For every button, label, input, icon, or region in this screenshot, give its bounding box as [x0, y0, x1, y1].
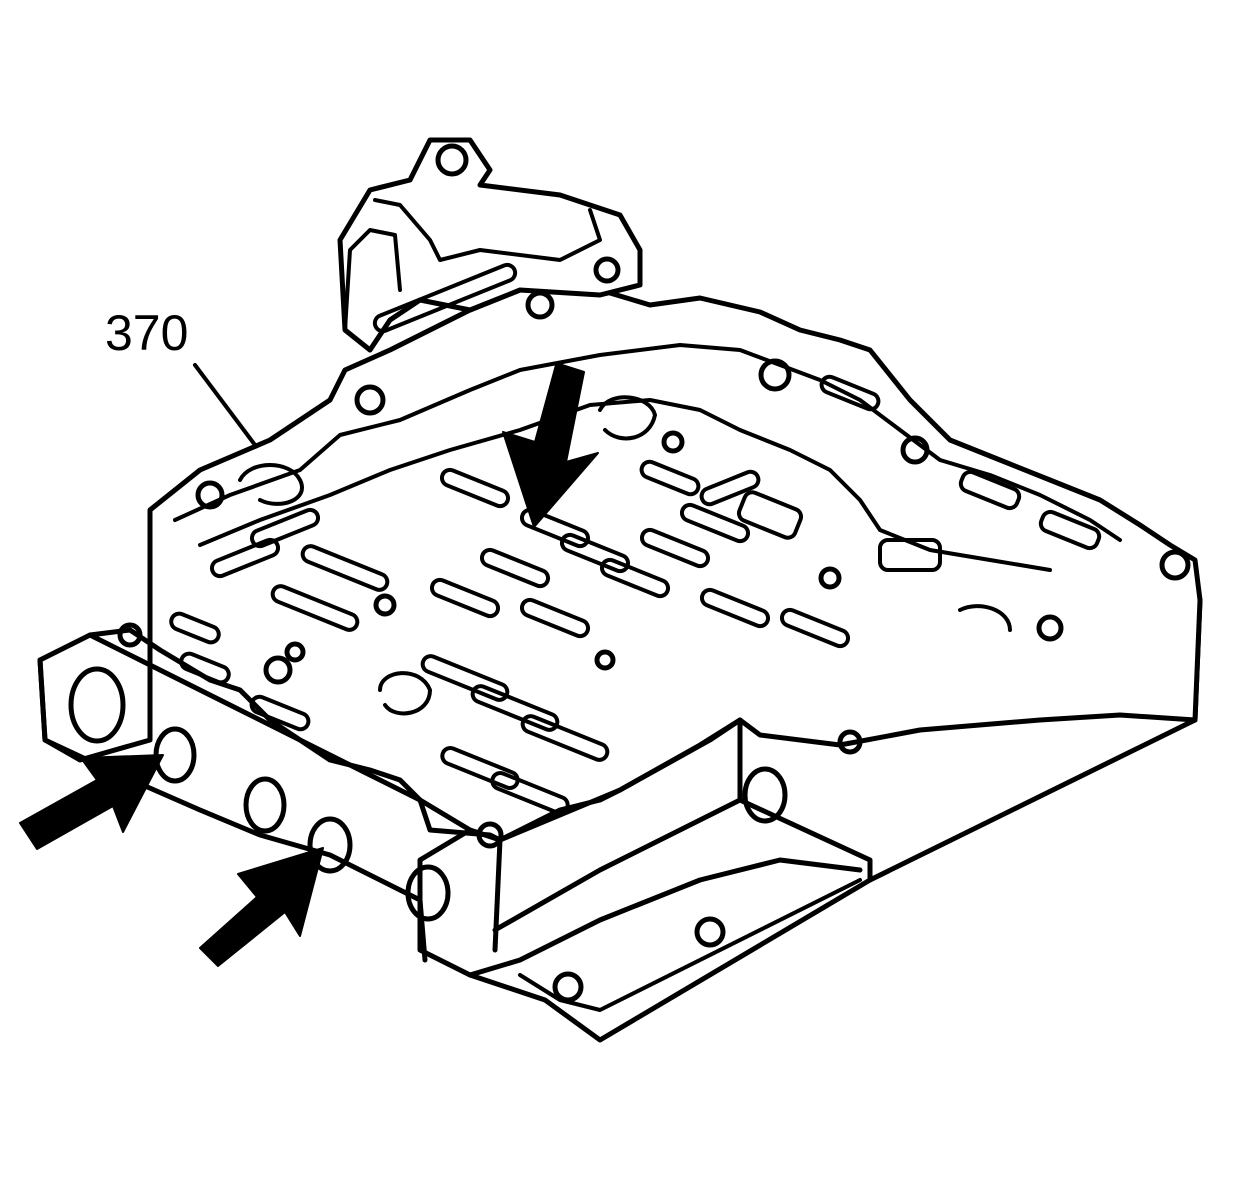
bolt-hole [1159, 549, 1191, 581]
slot [249, 507, 321, 549]
bolt-hole [694, 916, 726, 948]
slot [639, 527, 711, 569]
bolt-hole [373, 593, 397, 617]
arrows [19, 364, 599, 967]
bolt-hole [476, 821, 504, 849]
body-right-wall [737, 717, 873, 883]
slot [300, 544, 390, 592]
slot [779, 607, 851, 649]
side-bore-5 [405, 864, 451, 922]
passage-slots [169, 262, 1102, 815]
tower-bolt-hole [435, 143, 469, 177]
bolt-hole [818, 566, 842, 590]
bolt-hole [354, 384, 386, 416]
arrow-top-center [502, 364, 599, 528]
bolt-hole [284, 641, 306, 663]
body-rear-tower [337, 137, 643, 353]
slot [699, 587, 771, 629]
slot [169, 611, 221, 645]
slot [958, 469, 1022, 511]
slot [479, 547, 551, 589]
bolt-hole [1036, 614, 1064, 642]
tower-bolt-hole-3 [593, 256, 621, 284]
slot [699, 469, 761, 507]
slot [270, 584, 360, 632]
side-bore-6 [742, 766, 788, 824]
slot [372, 262, 518, 334]
slot [179, 651, 231, 685]
body-left-wall [37, 657, 428, 963]
bolt-hole [263, 655, 293, 685]
body-lower-face [492, 797, 743, 933]
fluid-passages [169, 262, 1122, 815]
slot [209, 537, 281, 579]
passage-curve-top [598, 395, 657, 441]
bolt-hole [195, 480, 225, 510]
passage-curve-mid [378, 671, 432, 716]
body-lower-recess [467, 857, 863, 978]
side-bore-4 [307, 816, 353, 874]
bolt-hole [117, 622, 143, 648]
slot [520, 714, 610, 762]
slot [429, 577, 501, 619]
slot [819, 374, 881, 412]
bolt-hole [837, 729, 863, 755]
callout-leader-370 [193, 363, 257, 447]
slot [679, 502, 751, 544]
body-lower-flange-inner [518, 878, 862, 1012]
slot [639, 459, 701, 497]
passage-inner-loop [198, 398, 1052, 572]
passage-curve-right [958, 604, 1012, 632]
arrow-left-upper [19, 754, 164, 850]
bolt-hole [900, 435, 930, 465]
body-front-edge [417, 797, 503, 953]
body-left-wall-top [87, 632, 423, 803]
bolt-hole [758, 358, 792, 392]
slot [519, 597, 591, 639]
callout-370: 370 [105, 305, 257, 447]
body-rear-tower-inner [373, 198, 602, 262]
bolt-hole [661, 430, 685, 454]
body-rear-tower-side [343, 228, 402, 332]
side-bore-1 [68, 666, 126, 744]
slot [736, 490, 804, 540]
slot [878, 538, 942, 572]
passage-outer-loop [173, 343, 1122, 542]
arrow-left-lower [199, 847, 324, 967]
slot [1038, 509, 1102, 551]
tower-bolt-hole-2 [525, 290, 555, 320]
slot [599, 557, 671, 599]
side-bore-3 [243, 776, 287, 834]
slot [439, 467, 511, 509]
slot [490, 771, 570, 815]
bolt-hole [594, 649, 616, 671]
valve-body [37, 137, 1203, 1043]
slot [249, 694, 311, 732]
bolt-hole [552, 971, 584, 1003]
slot [440, 746, 520, 790]
passage-curve-left [238, 463, 304, 506]
callout-label-370: 370 [105, 305, 188, 361]
bolt-holes [117, 358, 1191, 1003]
